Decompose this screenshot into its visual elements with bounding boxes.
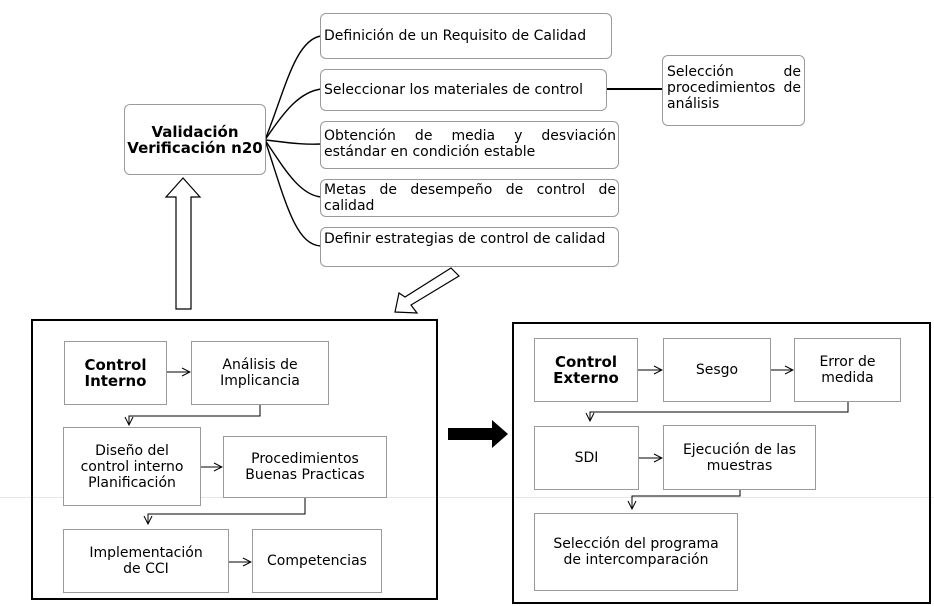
good-practices-label: Procedimientos Buenas Practicas	[245, 451, 365, 483]
program-selection-box: Selección del programa de intercomparaci…	[534, 513, 738, 591]
procedures-selection-label: Selección de procedimientos de análisis	[667, 64, 801, 112]
internal-control-box: Control Interno	[64, 341, 167, 405]
right-arrow-icon	[448, 420, 508, 448]
analysis-box: Análisis de Implicancia	[191, 341, 329, 405]
requirement-5-label: Definir estrategias de control de calida…	[324, 231, 606, 247]
design-label: Diseño del control interno Planificación	[80, 442, 184, 491]
analysis-label: Análisis de Implicancia	[220, 357, 300, 389]
diagonal-arrow-icon	[394, 267, 460, 314]
requirement-5: Definir estrategias de control de calida…	[320, 227, 619, 267]
good-practices-box: Procedimientos Buenas Practicas	[223, 436, 387, 498]
validation-box: Validación Verificación n20	[124, 104, 266, 175]
background-rule	[0, 497, 934, 498]
sdi-box: SDI	[534, 426, 639, 490]
requirement-2-label: Seleccionar los materiales de control	[324, 82, 583, 98]
bias-box: Sesgo	[663, 338, 771, 402]
requirement-3-label: Obtención de media y desviación estándar…	[324, 128, 616, 160]
sdi-label: SDI	[574, 450, 599, 466]
external-control-box: Control Externo	[534, 338, 638, 402]
sample-execution-label: Ejecución de las muestras	[682, 441, 797, 474]
design-box: Diseño del control interno Planificación	[63, 427, 201, 506]
implementation-box: Implementación de CCI	[63, 529, 229, 593]
up-arrow-icon	[164, 177, 202, 310]
procedures-selection-box: Selección de procedimientos de análisis	[662, 55, 805, 126]
requirement-4-label: Metas de desempeño de control de calidad	[324, 182, 616, 214]
requirement-3: Obtención de media y desviación estándar…	[320, 121, 619, 169]
bias-label: Sesgo	[695, 362, 739, 378]
implementation-label: Implementación de CCI	[89, 545, 203, 577]
requirement-2: Seleccionar los materiales de control	[320, 69, 607, 111]
competencies-box: Competencias	[252, 529, 382, 593]
sample-execution-box: Ejecución de las muestras	[663, 425, 816, 490]
competencies-label: Competencias	[267, 553, 367, 569]
fan-lines	[264, 35, 322, 247]
requirement-1-label: Definición de un Requisito de Calidad	[324, 28, 587, 44]
measurement-error-label: Error de medida	[819, 354, 876, 386]
internal-control-panel	[31, 319, 438, 600]
measurement-error-box: Error de medida	[794, 338, 901, 402]
requirement-1: Definición de un Requisito de Calidad	[320, 13, 612, 59]
program-selection-label: Selección del programa de intercomparaci…	[553, 536, 719, 568]
internal-control-label: Control Interno	[84, 356, 147, 390]
validation-title: Validación Verificación n20	[127, 122, 263, 157]
requirement-4: Metas de desempeño de control de calidad	[320, 179, 619, 217]
external-control-panel	[512, 322, 931, 604]
external-control-label: Control Externo	[553, 353, 619, 387]
